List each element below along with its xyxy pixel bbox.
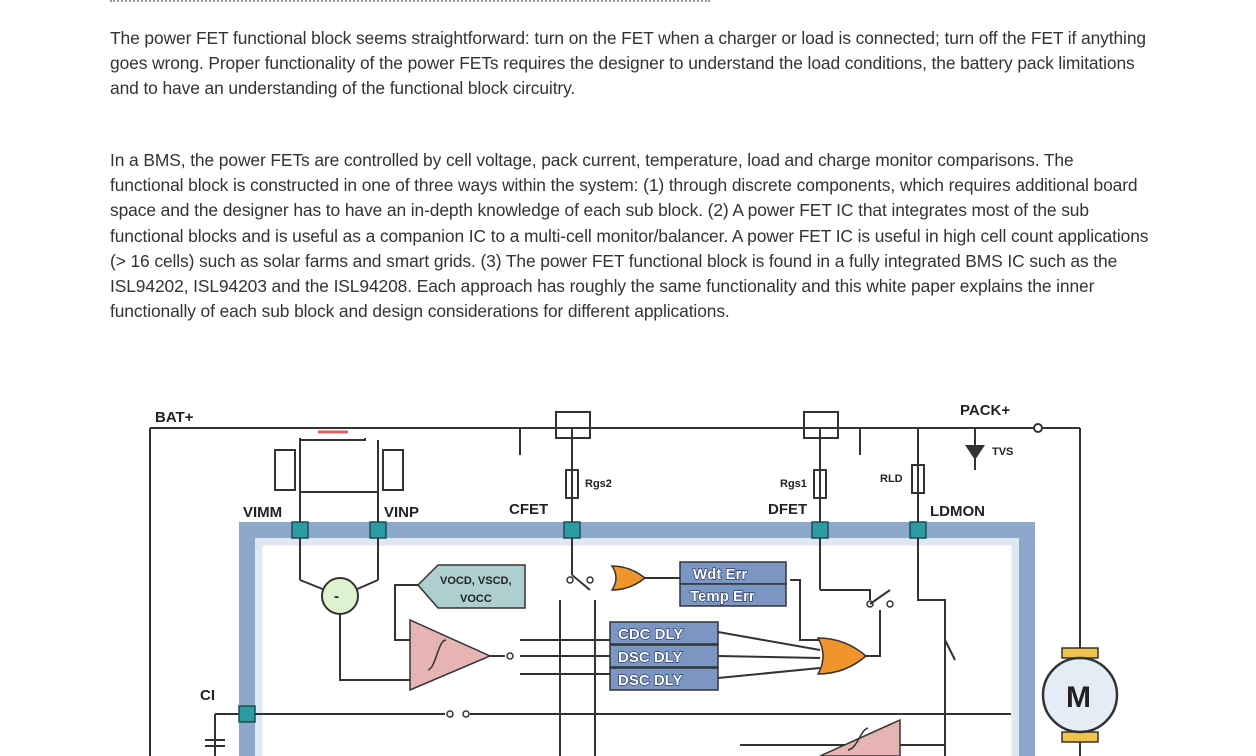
ci-pin-icon <box>238 705 256 723</box>
threshold-to-comparator-wire <box>394 584 418 641</box>
paragraph-power-fet-intro: The power FET functional block seems str… <box>110 28 1146 99</box>
cfet-switch-node-icon <box>566 576 574 584</box>
discharge-fet-icon <box>803 411 839 439</box>
error-to-or-wire <box>790 579 820 641</box>
comparator-switch-node-icon <box>506 652 514 660</box>
threshold-select-block <box>416 564 526 609</box>
rgs2-resistor-icon <box>565 469 579 499</box>
threshold-label-line1: VOCD, VSCD, <box>440 575 512 587</box>
comparator-hysteresis-icon <box>427 639 447 671</box>
cdc-delay-block <box>609 621 719 645</box>
sense-fet-left-icon <box>274 449 296 491</box>
ci-label: CI <box>200 687 215 704</box>
dsc-delay-label-2: DSC DLY <box>618 672 682 689</box>
cfet-switch-icon <box>571 574 591 591</box>
dsc-delay-block-2 <box>609 667 719 691</box>
sense-amplifier-icon <box>321 577 359 615</box>
ldmon-label: LDMON <box>930 503 985 520</box>
vimm-pin-icon <box>291 521 309 539</box>
ldmon-pin-icon <box>909 521 927 539</box>
cfet-switch-node2-icon <box>586 576 594 584</box>
dfet-switch-icon <box>869 589 891 605</box>
rld-resistor-icon <box>911 464 925 494</box>
rgs2-label: Rgs2 <box>585 478 612 490</box>
sense-amp-to-comparator-wire <box>339 614 410 681</box>
tvs-diode-icon <box>965 445 985 460</box>
paragraph-bms-control: In a BMS, the power FETs are controlled … <box>110 150 1149 322</box>
sense-bridge-wire <box>299 438 366 441</box>
cdc-delay-label: CDC DLY <box>618 626 683 643</box>
ci-switch-node-icon <box>446 710 454 718</box>
sense-fet-right-icon <box>382 449 404 491</box>
bat-plus-label: BAT+ <box>155 409 194 426</box>
vimm-label: VIMM <box>243 504 282 521</box>
load-comparator-hysteresis-icon <box>847 727 869 751</box>
rld-label: RLD <box>880 473 903 485</box>
overcurrent-comparator-icon <box>409 618 492 692</box>
vinp-label: VINP <box>384 504 419 521</box>
motor-top-cap-icon <box>1061 647 1099 659</box>
rgs1-resistor-icon <box>813 469 827 499</box>
vinp-pin-icon <box>369 521 387 539</box>
pack-plus-terminal-icon <box>1033 423 1043 433</box>
dsc-delay-label-1: DSC DLY <box>618 649 682 666</box>
ci-switch-node2-icon <box>462 710 470 718</box>
delay-or-gate-icon <box>816 637 868 675</box>
delay-to-or-wires <box>717 631 821 679</box>
cfet-pin-icon <box>563 521 581 539</box>
motor-label: M <box>1066 681 1091 714</box>
motor-icon <box>1041 656 1119 734</box>
ldmon-internal-wire <box>917 538 946 756</box>
temp-error-block <box>679 583 787 607</box>
dfet-switch-node2-icon <box>886 600 894 608</box>
ldmon-switch-icon <box>944 639 956 661</box>
sense-amp-input-wires <box>299 579 379 591</box>
threshold-label-line2: VOCC <box>460 593 492 605</box>
motor-bottom-cap-icon <box>1061 731 1099 743</box>
charge-fet-icon <box>555 411 591 439</box>
sense-amplifier-minus-symbol: - <box>334 588 339 605</box>
cfet-label: CFET <box>509 501 548 518</box>
rgs1-label: Rgs1 <box>780 478 807 490</box>
pack-plus-label: PACK+ <box>960 402 1010 419</box>
dfet-label: DFET <box>768 501 807 518</box>
fault-or-gate-icon <box>610 565 647 591</box>
dfet-pin-icon <box>811 521 829 539</box>
temp-error-label: Temp Err <box>690 588 755 605</box>
previous-text-line-fragment <box>110 0 710 2</box>
tvs-label: TVS <box>992 446 1013 458</box>
or-output-wire <box>866 610 881 657</box>
dfet-switch-wire <box>820 589 871 600</box>
dsc-delay-block-1 <box>609 644 719 668</box>
watchdog-error-label: Wdt Err <box>693 566 747 583</box>
